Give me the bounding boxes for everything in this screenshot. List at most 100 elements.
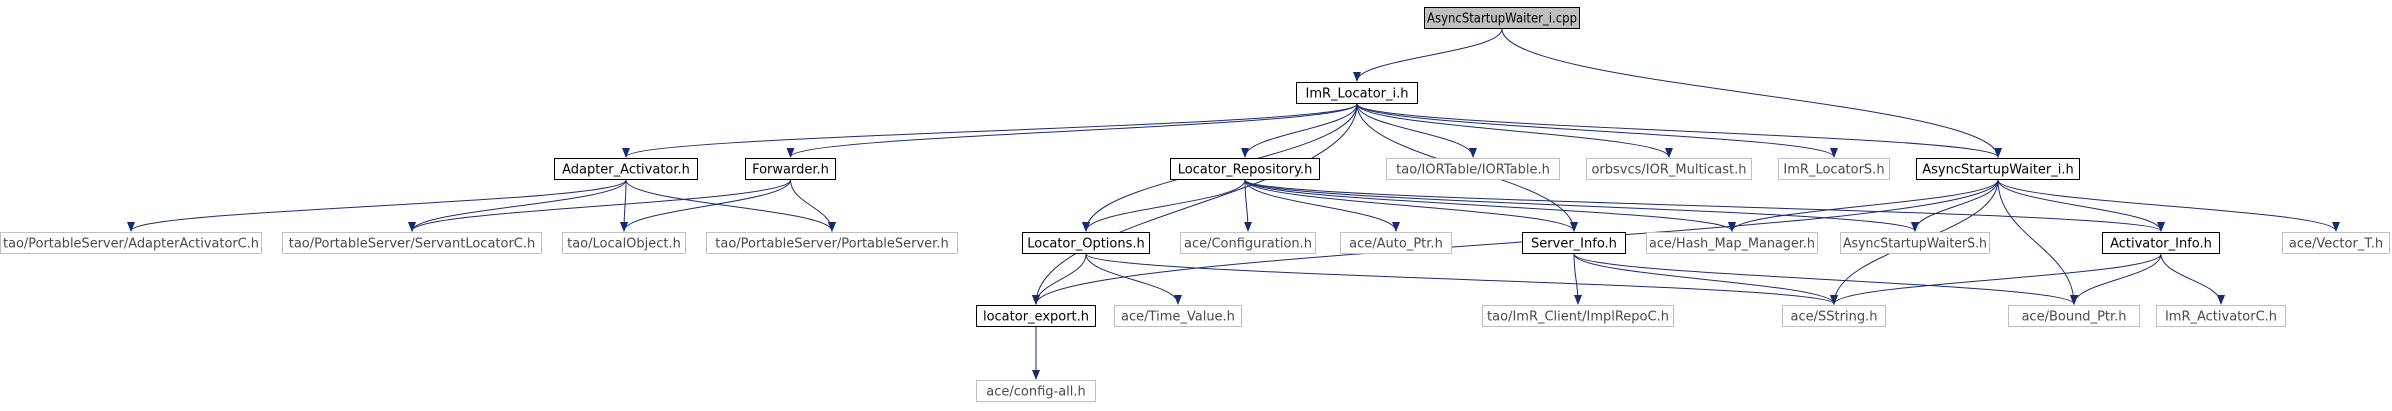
edge-n1-to-n6 [1356, 103, 1673, 158]
node-box [554, 158, 698, 180]
node-server-info-h[interactable]: Server_Info.h [1522, 232, 1626, 254]
edge-n2-to-n10 [408, 179, 627, 232]
node-label: ace/Auto_Ptr.h [1349, 237, 1443, 252]
edge-n4-to-n14 [1243, 179, 1252, 232]
edge-n16-to-n25 [1573, 253, 2078, 305]
edge-n8-to-n20 [1997, 179, 2340, 232]
edge-n19-to-n26 [2160, 253, 2225, 305]
edge-n4-to-n15 [1244, 179, 1400, 232]
node-label: tao/PortableServer/PortableServer.h [715, 237, 948, 252]
node-label: tao/IORTable/IORTable.h [1396, 163, 1550, 178]
edge-n8-to-n21 [1032, 179, 1999, 305]
node-asyncstartupwaiter-i-cpp[interactable]: AsyncStartupWaiter_i.cpp [1424, 7, 1580, 29]
node-locator-options-h[interactable]: Locator_Options.h [1022, 232, 1150, 254]
node-box [976, 305, 1096, 327]
node-label: ace/Hash_Map_Manager.h [1649, 237, 1815, 252]
edge-n3-to-n12 [790, 179, 836, 232]
node-box [1386, 158, 1560, 180]
node-ace-config-all-h: ace/config-all.h [976, 380, 1096, 402]
node-box [562, 232, 686, 254]
edge-n4-to-n17 [1244, 179, 1736, 232]
node-ace-time-value-h: ace/Time_Value.h [1114, 305, 1242, 327]
node-box [1022, 232, 1150, 254]
node-label: ace/Bound_Ptr.h [2021, 310, 2126, 325]
node-label: ace/Time_Value.h [1121, 310, 1235, 325]
node-box [1782, 305, 1886, 327]
node-imr-activatorc-h: ImR_ActivatorC.h [2156, 305, 2286, 327]
node-box [2282, 232, 2390, 254]
node-box [1916, 158, 2080, 180]
node-box [2008, 305, 2140, 327]
node-box [1840, 232, 1990, 254]
edge-n19-to-n24 [1830, 253, 2162, 305]
node-asyncstartupwaiter-i-h[interactable]: AsyncStartupWaiter_i.h [1916, 158, 2080, 180]
node-label: AsyncStartupWaiter_i.h [1922, 163, 2074, 178]
node-label: ace/Configuration.h [1184, 237, 1312, 252]
edge-n1-to-n5 [1356, 103, 1477, 158]
node-box [706, 232, 958, 254]
node-tao-imr-client-implrepoc-h: tao/ImR_Client/ImplRepoC.h [1482, 305, 1674, 327]
node-forwarder-h[interactable]: Forwarder.h [745, 158, 836, 180]
edge-n0-to-n1 [1353, 28, 1503, 82]
edge-n1-to-n7 [1356, 103, 1838, 158]
node-locator-repository-h[interactable]: Locator_Repository.h [1170, 158, 1320, 180]
node-imr-locators-h: ImR_LocatorS.h [1778, 158, 1890, 180]
node-locator-export-h[interactable]: locator_export.h [976, 305, 1096, 327]
node-ace-configuration-h: ace/Configuration.h [1180, 232, 1316, 254]
node-imr-locator-i-h[interactable]: ImR_Locator_i.h [1296, 82, 1418, 104]
node-label: ace/SString.h [1791, 310, 1878, 325]
node-orbsvcs-ior-multicast-h: orbsvcs/IOR_Multicast.h [1586, 158, 1752, 180]
node-box [1522, 232, 1626, 254]
node-adapter-activator-h[interactable]: Adapter_Activator.h [554, 158, 698, 180]
edge-n8-to-n17 [1728, 179, 1999, 232]
edge-n1-to-n2 [622, 103, 1358, 158]
node-ace-hash-map-manager-h: ace/Hash_Map_Manager.h [1646, 232, 1818, 254]
node-ace-sstring-h: ace/SString.h [1782, 305, 1886, 327]
file-nodes: AsyncStartupWaiter_i.cppImR_Locator_i.hA… [0, 7, 2390, 402]
node-tao-portableserver-adapteractivatorc-h: tao/PortableServer/AdapterActivatorC.h [0, 232, 262, 254]
edge-n8-to-n25 [1997, 179, 2078, 305]
edge-n1-to-n4 [1241, 103, 1358, 158]
node-tao-portableserver-servantlocatorc-h: tao/PortableServer/ServantLocatorC.h [282, 232, 542, 254]
edge-n1-to-n3 [786, 103, 1358, 158]
node-ace-vector-t-h: ace/Vector_T.h [2282, 232, 2390, 254]
edge-n3-to-n11 [620, 179, 791, 232]
node-box [745, 158, 836, 180]
edge-n2-to-n12 [625, 179, 836, 232]
node-label: ImR_ActivatorC.h [2165, 310, 2277, 325]
node-box [1180, 232, 1316, 254]
edge-n16-to-n23 [1573, 253, 1582, 305]
node-label: tao/ImR_Client/ImplRepoC.h [1487, 310, 1669, 325]
edge-n4-to-n13 [1082, 179, 1246, 232]
node-tao-portableserver-portableserver-h: tao/PortableServer/PortableServer.h [706, 232, 958, 254]
node-box [1170, 158, 1320, 180]
node-activator-info-h[interactable]: Activator_Info.h [2102, 232, 2220, 254]
node-label: tao/PortableServer/AdapterActivatorC.h [3, 237, 259, 252]
node-label: Locator_Repository.h [1178, 163, 1313, 178]
node-box [1586, 158, 1752, 180]
node-label: Forwarder.h [752, 163, 829, 178]
edge-n1-to-n21 [1032, 103, 1358, 305]
edge-n8-to-n18 [1911, 179, 1999, 232]
node-box [1778, 158, 1890, 180]
node-tao-iortable-iortable-h: tao/IORTable/IORTable.h [1386, 158, 1560, 180]
edge-n4-to-n19 [1244, 179, 2165, 232]
node-box [1482, 305, 1674, 327]
node-box [1646, 232, 1818, 254]
edge-n19-to-n25 [2070, 253, 2162, 305]
node-label: ImR_LocatorS.h [1783, 163, 1884, 178]
edge-n1-to-n8 [1356, 103, 2002, 158]
node-box [282, 232, 542, 254]
edge-n0-to-n8 [1501, 28, 2002, 158]
edge-n13-to-n24 [1085, 253, 1838, 305]
node-label: tao/PortableServer/ServantLocatorC.h [289, 237, 536, 252]
node-box [2156, 305, 2286, 327]
edge-n4-to-n18 [1244, 179, 1919, 232]
node-label: ImR_Locator_i.h [1306, 87, 1409, 102]
node-label: locator_export.h [983, 310, 1089, 325]
node-label: ace/config-all.h [986, 385, 1086, 400]
node-box [0, 232, 262, 254]
edge-n8-to-n19 [1997, 179, 2165, 232]
node-label: orbsvcs/IOR_Multicast.h [1591, 163, 1746, 178]
